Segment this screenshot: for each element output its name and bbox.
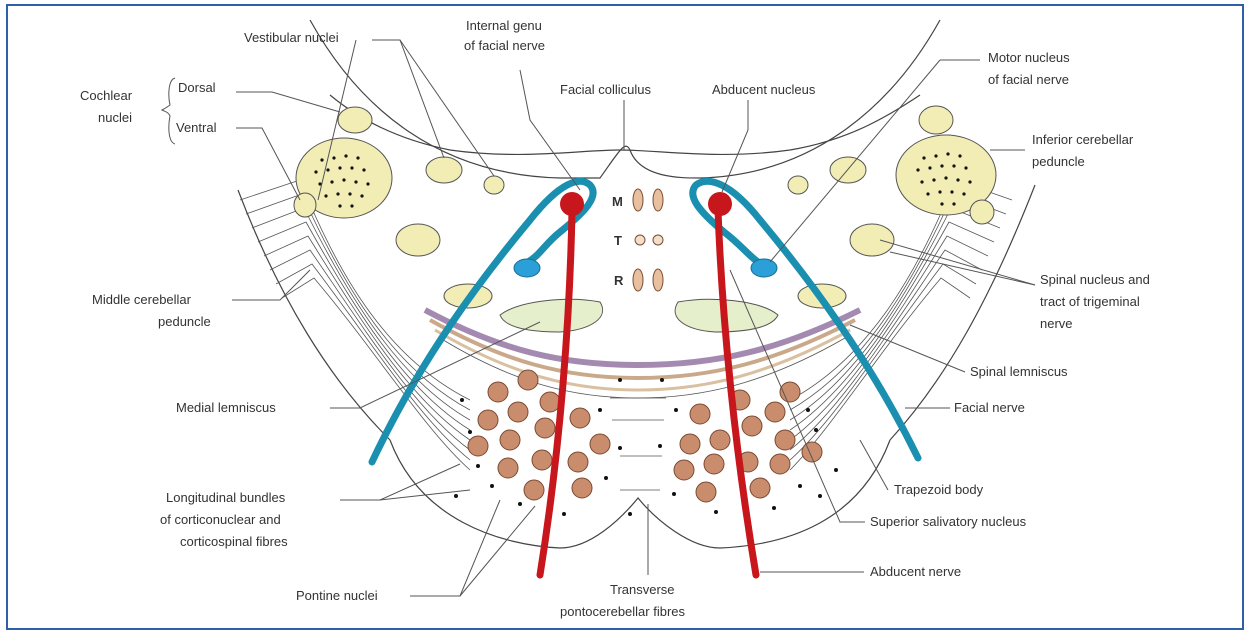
right-upper-nucleus — [919, 106, 953, 134]
right-abducent-nucleus — [708, 192, 732, 216]
label-abducent-nerve: Abducent nerve — [870, 564, 961, 579]
label-facial-nerve: Facial nerve — [954, 400, 1025, 415]
label-transverse-1: Transverse — [610, 582, 675, 597]
right-small-vestibular-nucleus — [788, 176, 808, 194]
label-spinal-nucleus-3: nerve — [1040, 316, 1073, 331]
label-longitudinal-3: corticospinal fibres — [180, 534, 288, 549]
dorsal-cochlear-nucleus — [338, 107, 372, 133]
right-ventral-nucleus — [970, 200, 994, 224]
label-dorsal: Dorsal — [178, 80, 216, 95]
label-internal-genu-2: of facial nerve — [464, 38, 545, 53]
label-inferior-cerebellar-1: Inferior cerebellar — [1032, 132, 1134, 147]
label-pontine-nuclei: Pontine nuclei — [296, 588, 378, 603]
label-facial-colliculus: Facial colliculus — [560, 82, 652, 97]
left-spinal-trigeminal-nucleus — [396, 224, 440, 256]
label-cochlear-1: Cochlear — [80, 88, 133, 103]
label-vestibular-nuclei: Vestibular nuclei — [244, 30, 339, 45]
label-t: T — [614, 233, 622, 248]
label-m: M — [612, 194, 623, 209]
label-internal-genu-1: Internal genu — [466, 18, 542, 33]
label-middle-cerebellar-1: Middle cerebellar — [92, 292, 192, 307]
pons-outline — [330, 95, 920, 154]
vestibular-nucleus-1 — [426, 157, 462, 183]
label-longitudinal-2: of corticonuclear and — [160, 512, 281, 527]
label-spinal-nucleus-1: Spinal nucleus and — [1040, 272, 1150, 287]
cochlear-brace — [162, 78, 175, 144]
label-transverse-2: pontocerebellar fibres — [560, 604, 686, 619]
label-inferior-cerebellar-2: peduncle — [1032, 154, 1085, 169]
left-motor-nucleus-of-facial-nerve — [514, 259, 540, 277]
label-middle-cerebellar-2: peduncle — [158, 314, 211, 329]
label-ventral: Ventral — [176, 120, 217, 135]
label-motor-nucleus-2: of facial nerve — [988, 72, 1069, 87]
floor-of-fourth-ventricle — [310, 20, 940, 178]
label-spinal-nucleus-2: tract of trigeminal — [1040, 294, 1140, 309]
label-trapezoid-body: Trapezoid body — [894, 482, 984, 497]
left-abducent-nucleus — [560, 192, 584, 216]
label-r: R — [614, 273, 624, 288]
transverse-fibre-strokes — [610, 398, 666, 490]
label-spinal-lemniscus: Spinal lemniscus — [970, 364, 1068, 379]
right-motor-nucleus-of-facial-nerve — [751, 259, 777, 277]
label-superior-salivatory: Superior salivatory nucleus — [870, 514, 1027, 529]
ventral-cochlear-nucleus — [294, 193, 316, 217]
vestibular-nucleus-2 — [484, 176, 504, 194]
label-abducent-nucleus: Abducent nucleus — [712, 82, 816, 97]
label-motor-nucleus-1: Motor nucleus — [988, 50, 1070, 65]
left-abducent-nerve — [540, 210, 572, 575]
mtr-nuclei — [633, 189, 663, 291]
label-longitudinal-1: Longitudinal bundles — [166, 490, 286, 505]
label-cochlear-2: nuclei — [98, 110, 132, 125]
right-spinal-trigeminal-nucleus — [850, 224, 894, 256]
left-medial-lemniscus — [500, 299, 603, 332]
label-medial-lemniscus: Medial lemniscus — [176, 400, 276, 415]
